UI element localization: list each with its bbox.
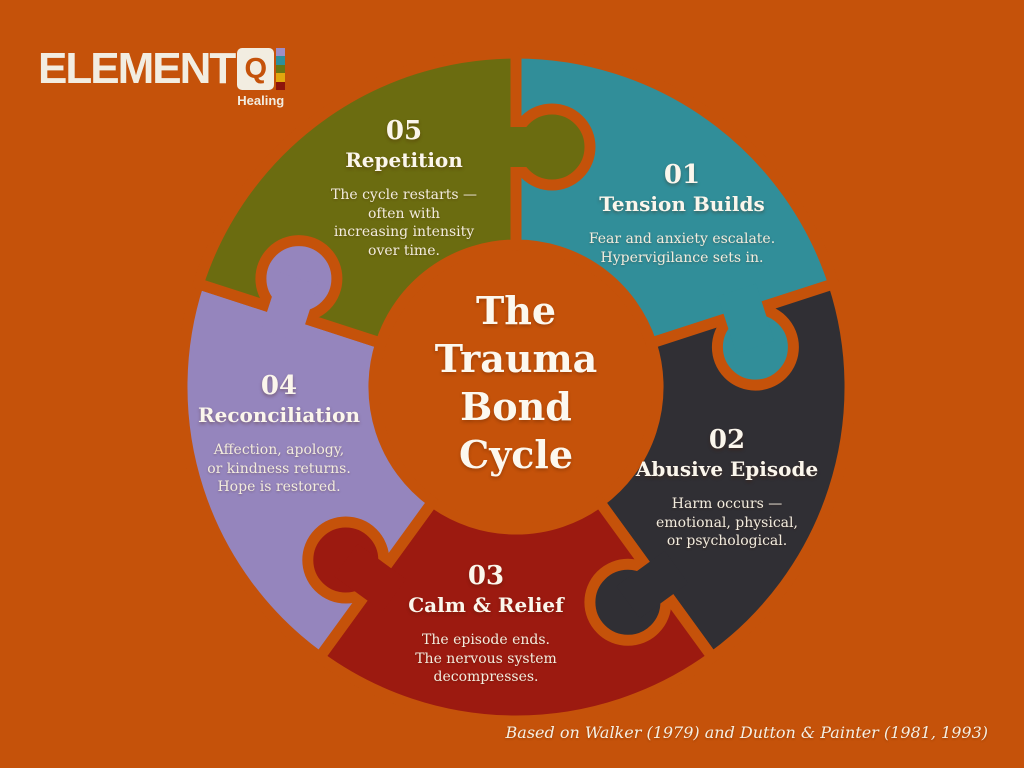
- logo-strip-color: [276, 48, 286, 57]
- logo-color-strip-icon: [276, 48, 286, 91]
- segment-04-knob-neck: [261, 272, 318, 342]
- logo-strip-color: [276, 64, 286, 74]
- segment-05-knob-neck: [492, 127, 552, 167]
- logo-q-icon: Q: [237, 48, 275, 90]
- logo: ELEMENT Q Healing: [38, 44, 286, 108]
- diagram-center-title: The Trauma Bond Cycle: [434, 288, 598, 477]
- logo-strip-color: [276, 81, 286, 91]
- segment-01-knob-neck: [717, 283, 775, 354]
- source-citation: Based on Walker (1979) and Dutton & Pain…: [505, 723, 988, 742]
- logo-row: ELEMENT Q: [38, 44, 286, 93]
- segment-02-knob-neck: [616, 550, 689, 619]
- logo-strip-color: [276, 56, 286, 65]
- logo-brand-text: ELEMENT: [38, 44, 236, 93]
- segment-03-piece: [314, 496, 718, 727]
- segment-01-piece: [510, 47, 840, 349]
- logo-strip-color: [276, 73, 286, 82]
- segment-03-knob-neck: [334, 543, 407, 612]
- logo-tagline: Healing: [237, 93, 285, 108]
